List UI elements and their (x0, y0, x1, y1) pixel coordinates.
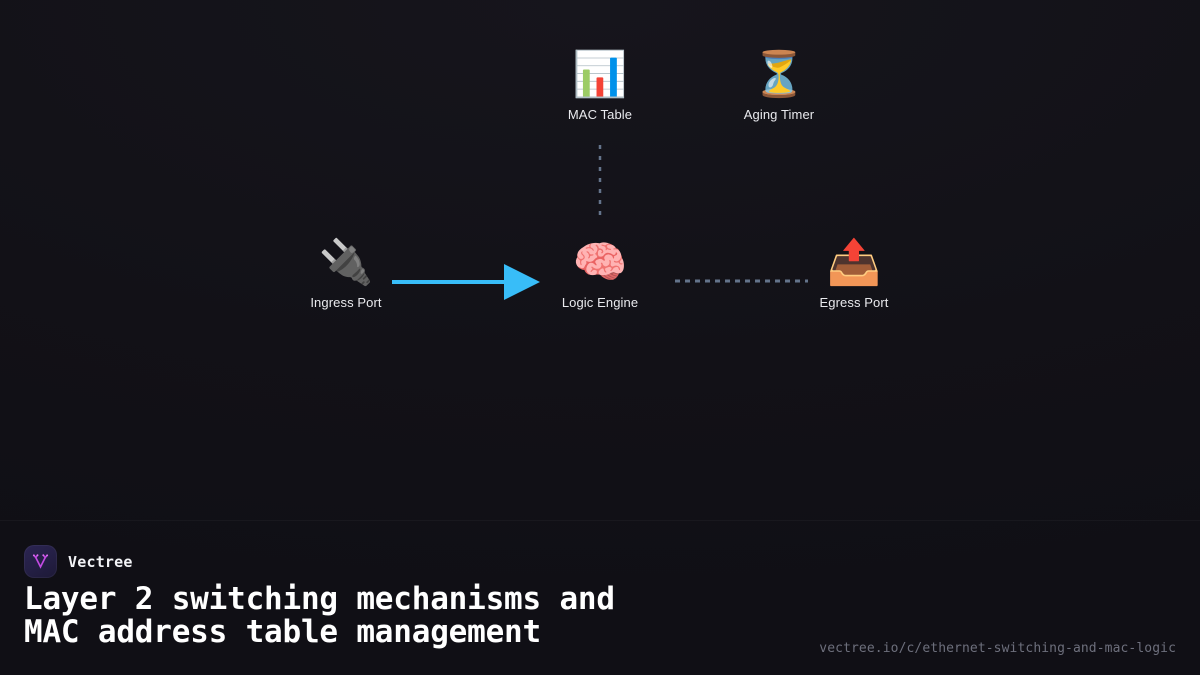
brain-icon: 🧠 (572, 237, 628, 288)
source-url[interactable]: vectree.io/c/ethernet-switching-and-mac-… (819, 641, 1176, 656)
hourglass-icon: ⏳ (751, 49, 807, 100)
node-label-mac-table: MAC Table (567, 107, 633, 122)
page-title: Layer 2 switching mechanisms and MAC add… (24, 583, 784, 649)
bar-chart-icon: 📊 (572, 49, 628, 100)
slide-footer: Vectree Layer 2 switching mechanisms and… (0, 520, 1200, 675)
brand-name: Vectree (68, 552, 133, 571)
page-title-line-1: Layer 2 switching mechanisms and (24, 581, 615, 617)
node-label-aging-timer: Aging Timer (743, 107, 815, 122)
node-label-logic-engine: Logic Engine (561, 295, 639, 310)
node-ingress-port[interactable]: 🔌 Ingress Port (266, 237, 426, 311)
node-label-ingress-port: Ingress Port (310, 295, 382, 310)
node-mac-table[interactable]: 📊 MAC Table (520, 49, 680, 123)
node-logic-engine[interactable]: 🧠 Logic Engine (520, 237, 680, 311)
outbox-tray-icon: 📤 (826, 237, 882, 288)
vectree-logo-icon (24, 545, 57, 578)
node-egress-port[interactable]: 📤 Egress Port (774, 237, 934, 311)
brand-lockup[interactable]: Vectree (24, 545, 133, 578)
plug-icon: 🔌 (318, 237, 374, 288)
page-title-line-2: MAC address table management (24, 614, 541, 650)
node-label-egress-port: Egress Port (819, 295, 889, 310)
node-aging-timer[interactable]: ⏳ Aging Timer (699, 49, 859, 123)
network-flow-diagram: 📊 MAC Table ⏳ Aging Timer 🔌 Ingress Port… (266, 49, 934, 311)
